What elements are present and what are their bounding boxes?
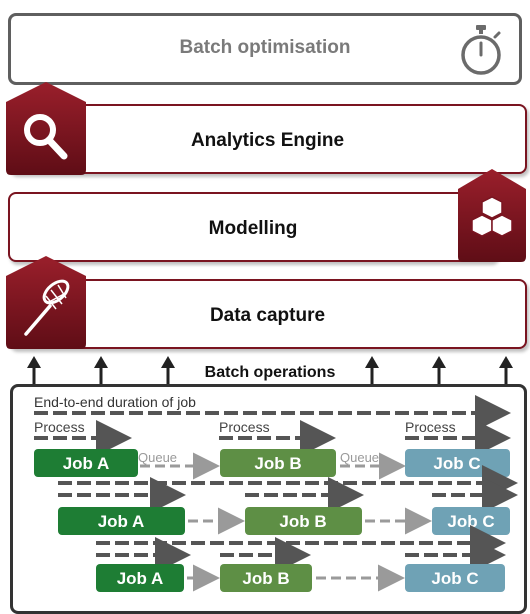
- process-label-c: Process: [405, 419, 456, 435]
- batch-operations-diagram: End-to-end duration of job Process Proce…: [34, 394, 518, 592]
- job-b-label-3: Job B: [242, 569, 289, 588]
- stopwatch-icon: [461, 25, 501, 75]
- modelling-title: Modelling: [208, 218, 298, 239]
- job-b-label-2: Job B: [279, 512, 326, 531]
- process-label-a: Process: [34, 419, 85, 435]
- data-capture-title: Data capture: [209, 305, 326, 326]
- job-a-label-2: Job A: [98, 512, 145, 531]
- analytics-engine-title: Analytics Engine: [190, 130, 345, 151]
- job-a-label-3: Job A: [117, 569, 164, 588]
- job-a-box-1: [34, 449, 138, 477]
- queue-label-2: Queue: [340, 450, 379, 465]
- job-c-label-2: Job C: [447, 512, 494, 531]
- modelling-layer: Modelling: [8, 192, 498, 262]
- upward-arrows: [27, 356, 513, 384]
- process-label-b: Process: [219, 419, 270, 435]
- job-c-label-1: Job C: [433, 454, 480, 473]
- job-b-label-1: Job B: [254, 454, 301, 473]
- analytics-engine-layer: Analytics Engine: [8, 104, 527, 174]
- data-capture-layer: Data capture: [8, 279, 527, 349]
- magnifier-icon: [6, 82, 86, 175]
- batch-optimisation-title: Batch optimisation: [179, 37, 351, 58]
- cubes-icon: [458, 169, 526, 262]
- batch-optimisation-layer: Batch optimisation: [8, 13, 522, 85]
- end-to-end-duration-label: End-to-end duration of job: [34, 394, 196, 410]
- job-b-box-2: [245, 507, 362, 535]
- job-a-box-2: [58, 507, 185, 535]
- job-b-box-1: [220, 449, 336, 477]
- job-c-label-3: Job C: [431, 569, 478, 588]
- job-c-box-3: [405, 564, 505, 592]
- queue-label-1: Queue: [138, 450, 177, 465]
- job-b-box-3: [220, 564, 312, 592]
- net-icon: [6, 256, 86, 349]
- batch-operations-title: Batch operations: [185, 364, 355, 382]
- job-a-label-1: Job A: [63, 454, 110, 473]
- job-a-box-3: [96, 564, 184, 592]
